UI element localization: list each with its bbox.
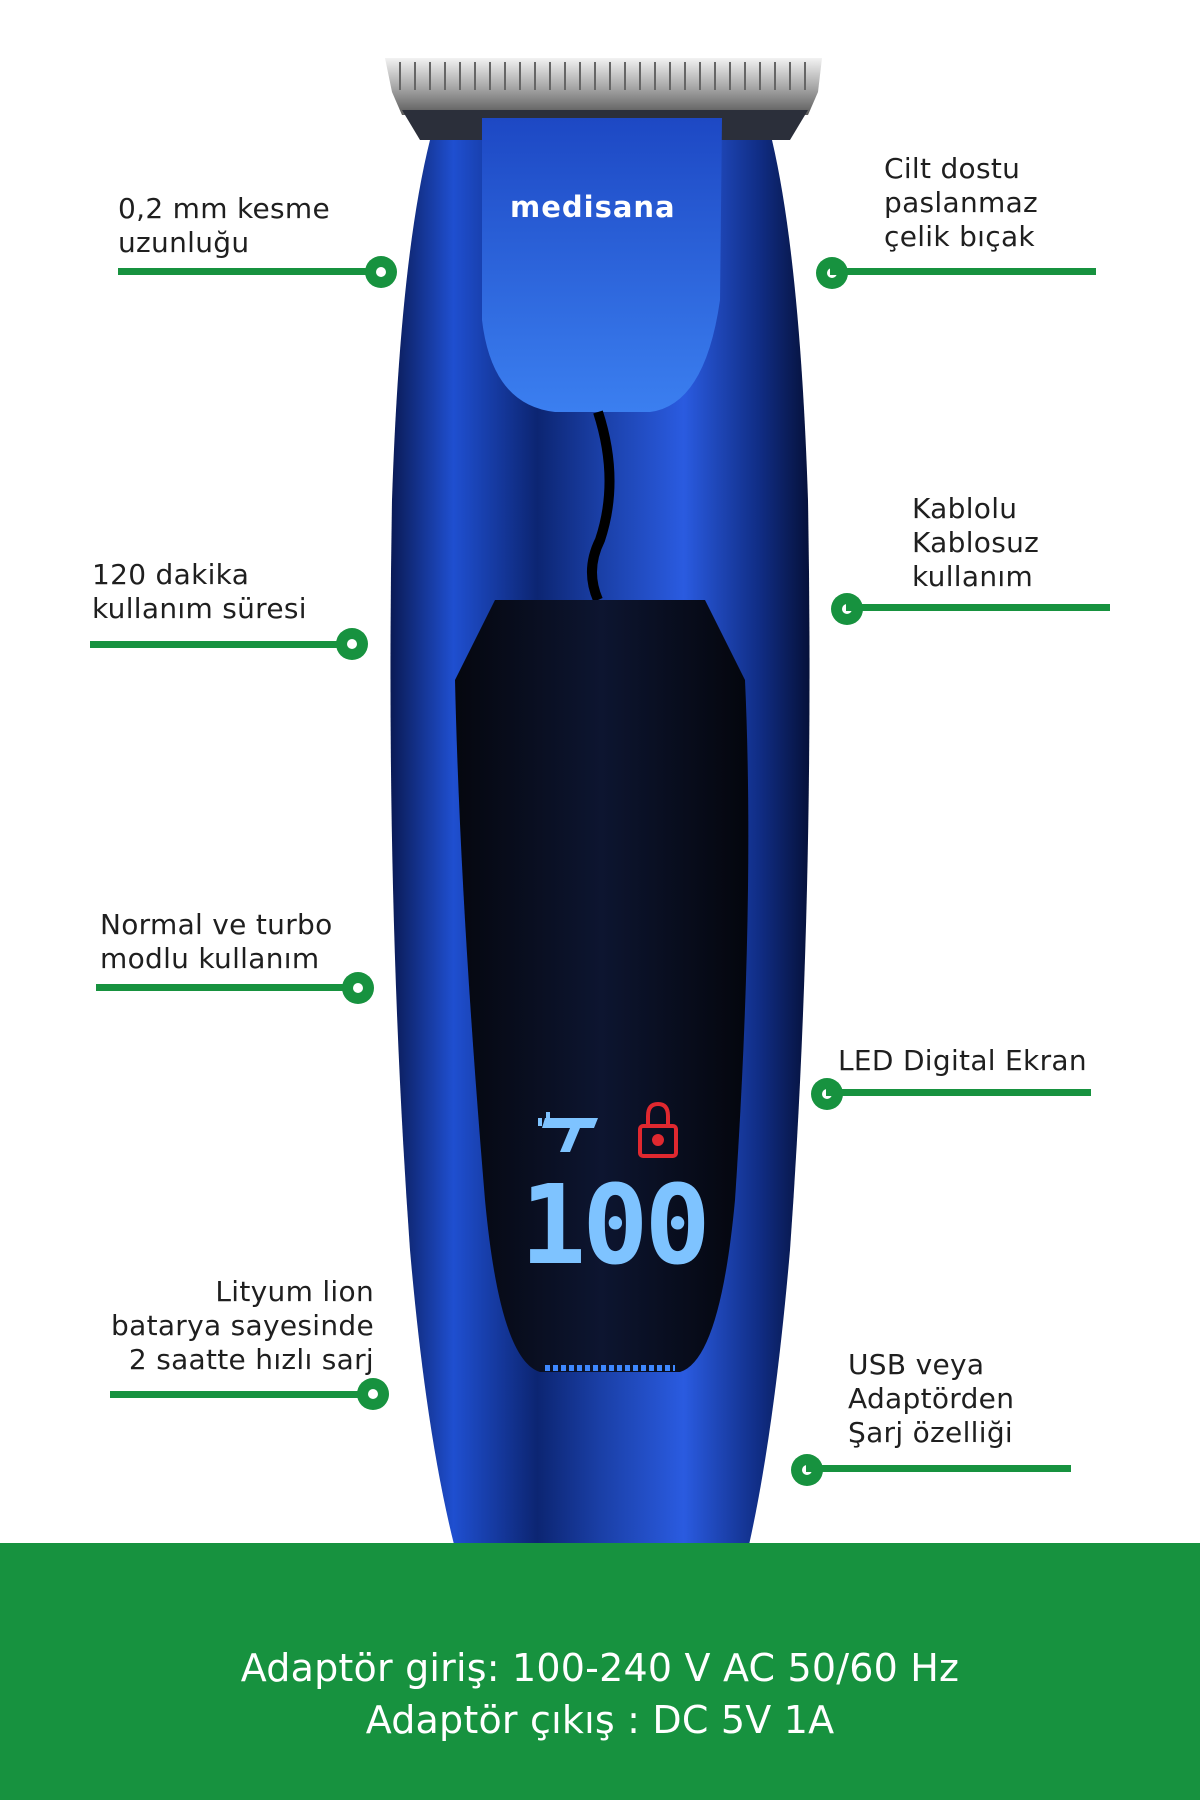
callout-line: çelik bıçak — [884, 220, 1035, 253]
callout-dot — [357, 1378, 389, 1410]
footer-adapter-output: Adaptör çıkış : DC 5V 1A — [365, 1698, 835, 1742]
callout-line: Şarj özelliği — [848, 1416, 1013, 1449]
leader-line — [806, 1465, 1071, 1472]
callout-line: Lityum lion — [215, 1275, 374, 1308]
leader-line — [118, 268, 380, 275]
callout-line: batarya sayesinde — [111, 1309, 374, 1342]
callout-line: Adaptörden — [848, 1382, 1015, 1415]
callout-dot — [342, 972, 374, 1004]
callout-dot — [336, 628, 368, 660]
callout-turbo-mode: Normal ve turbo modlu kullanım — [100, 908, 333, 976]
callout-line: Cilt dostu — [884, 152, 1021, 185]
callout-usage-time: 120 dakika kullanım süresi — [92, 558, 307, 626]
callout-dot — [365, 256, 397, 288]
leader-line — [110, 1391, 374, 1398]
lock-icon — [638, 1101, 678, 1158]
leader-line — [96, 984, 356, 991]
callout-line: 120 dakika — [92, 558, 250, 591]
callout-line: Kablolu — [912, 492, 1018, 525]
leader-line — [826, 1089, 1091, 1096]
callout-skin-friendly-blade: Cilt dostu paslanmaz çelik bıçak — [884, 152, 1038, 254]
leader-line — [846, 604, 1110, 611]
turbo-t-icon — [538, 1112, 598, 1152]
callout-line: kullanım — [912, 560, 1034, 593]
callout-line: kullanım süresi — [92, 592, 307, 625]
leader-line — [90, 641, 350, 648]
blade — [385, 58, 822, 115]
callout-cutting-length: 0,2 mm kesme uzunluğu — [118, 192, 330, 260]
screen-panel — [455, 600, 749, 1372]
callout-line: 0,2 mm kesme — [118, 192, 331, 225]
callout-line: LED Digital Ekran — [838, 1044, 1087, 1077]
callout-led-display: LED Digital Ekran — [838, 1044, 1087, 1078]
callout-line: Normal ve turbo — [100, 908, 333, 941]
spec-footer: Adaptör giriş: 100-240 V AC 50/60 Hz Ada… — [0, 1543, 1200, 1800]
callout-line: modlu kullanım — [100, 942, 320, 975]
display-reading: 100 — [520, 1161, 711, 1289]
callout-line: USB veya — [848, 1348, 985, 1381]
leader-line — [830, 268, 1096, 275]
callout-line: 2 saatte hızlı sarj — [128, 1343, 374, 1376]
callout-corded-cordless: Kablolu Kablosuz kullanım — [912, 492, 1039, 594]
footer-adapter-input: Adaptör giriş: 100-240 V AC 50/60 Hz — [240, 1646, 960, 1690]
callout-line: uzunluğu — [118, 226, 250, 259]
callout-line: paslanmaz — [884, 186, 1039, 219]
callout-battery: Lityum lion batarya sayesinde 2 saatte h… — [108, 1275, 374, 1377]
medisana-logo: medisana — [510, 190, 676, 224]
callout-line: Kablosuz — [912, 526, 1040, 559]
callout-usb-charging: USB veya Adaptörden Şarj özelliği — [848, 1348, 1014, 1450]
